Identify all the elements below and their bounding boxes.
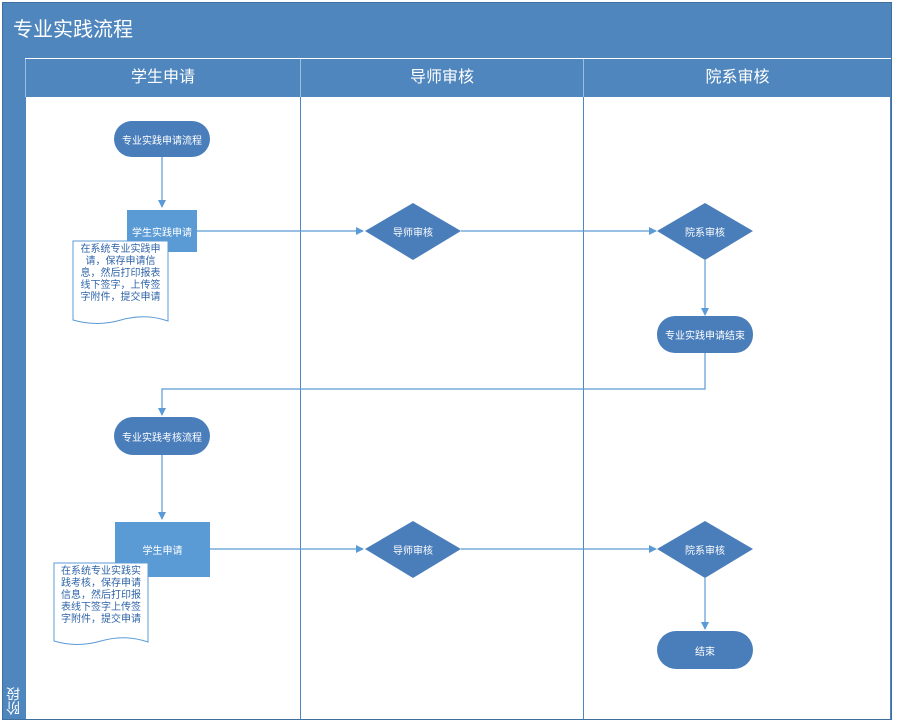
start-assess-label: 专业实践考核流程: [122, 432, 202, 444]
note-2-shape: [53, 562, 149, 645]
diagram-frame: [2, 2, 892, 720]
lane-header-tutor: 导师审核: [300, 59, 583, 97]
note-1-text: 在系统专业实践申请，保存申请信息，然后打印报表线下签字，上传签字附件，提交申请: [80, 244, 161, 303]
lane-divider: [583, 97, 584, 719]
dept-review-1-label: 院系审核: [685, 228, 725, 239]
lane-header-student: 学生申请: [25, 59, 300, 97]
tutor-review-1-node: [365, 203, 461, 260]
apply-end-label: 专业实践申请结束: [665, 331, 745, 342]
note-1-shape: [72, 240, 169, 324]
start-assess-node: [114, 417, 210, 455]
start-apply-label: 专业实践申请流程: [122, 135, 202, 147]
lane-header-dept: 院系审核: [583, 59, 891, 97]
lane-divider: [25, 97, 26, 719]
note-2-text: 在系统专业实践实践考核，保存申请信息，然后打印报表线下签字上传签字附件，提交申请: [61, 566, 141, 625]
lane-divider: [890, 97, 891, 719]
dept-review-2-label: 院系审核: [685, 546, 725, 557]
student-apply-1-label: 学生实践申请: [132, 227, 192, 239]
student-apply-2-label: 学生申请: [142, 546, 183, 557]
end-label: 结束: [695, 646, 715, 658]
diagram-title: 专业实践流程: [3, 3, 891, 58]
apply-end-node: [657, 316, 753, 353]
lane-divider: [300, 97, 301, 719]
phase-strip: 阶段: [3, 58, 25, 719]
dept-review-2-node: [657, 521, 753, 578]
start-apply-node: [114, 121, 210, 157]
end-node: [657, 631, 753, 669]
tutor-review-2-node: [365, 521, 461, 578]
tutor-review-1-label: 导师审核: [393, 228, 433, 239]
dept-review-1-node: [657, 203, 753, 260]
tutor-review-2-label: 导师审核: [393, 546, 433, 557]
connector: [158, 353, 706, 416]
